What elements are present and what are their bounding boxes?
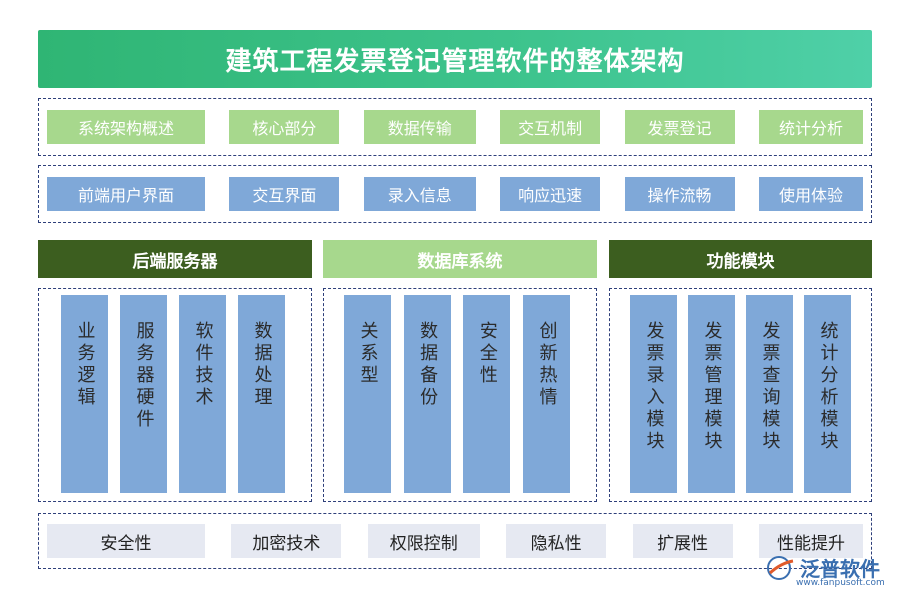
chip-data-transfer: 数据传输 bbox=[363, 110, 476, 144]
brand-name: 泛普软件 bbox=[800, 557, 880, 581]
chip-fast-response: 响应迅速 bbox=[500, 177, 601, 211]
modules-box: 发票录入模块 发票管理模块 发票查询模块 统计分析模块 bbox=[609, 288, 872, 502]
column-label: 安全性 bbox=[476, 321, 498, 387]
column-label: 软件技术 bbox=[192, 321, 214, 409]
chip-access-control: 权限控制 bbox=[367, 524, 480, 558]
frontend-row: 前端用户界面 交互界面 录入信息 响应迅速 操作流畅 使用体验 bbox=[38, 165, 872, 223]
column-label: 发票查询模块 bbox=[759, 321, 781, 453]
chip-input-info: 录入信息 bbox=[363, 177, 476, 211]
column-label: 发票管理模块 bbox=[701, 321, 723, 453]
database-box: 关系型 数据备份 安全性 创新热情 bbox=[323, 288, 597, 502]
column-label: 业务逻辑 bbox=[74, 321, 96, 409]
column-backend-item: 服务器硬件 bbox=[120, 295, 167, 493]
column-backend-item: 软件技术 bbox=[179, 295, 226, 493]
column-database-item: 关系型 bbox=[344, 295, 391, 493]
chip-privacy: 隐私性 bbox=[506, 524, 607, 558]
chip-performance: 性能提升 bbox=[758, 524, 863, 558]
chip-scalability: 扩展性 bbox=[632, 524, 733, 558]
brand-logo: 泛普软件 bbox=[766, 553, 880, 582]
column-backend-item: 业务逻辑 bbox=[61, 295, 108, 493]
column-label: 创新热情 bbox=[536, 321, 558, 409]
column-module-item: 发票录入模块 bbox=[630, 295, 677, 493]
section-title-database: 数据库系统 bbox=[323, 240, 597, 278]
column-backend-item: 数据处理 bbox=[238, 295, 285, 493]
chip-core: 核心部分 bbox=[229, 110, 340, 144]
chip-invoice-register: 发票登记 bbox=[624, 110, 735, 144]
column-label: 数据处理 bbox=[251, 321, 273, 409]
column-module-item: 统计分析模块 bbox=[804, 295, 851, 493]
column-label: 统计分析模块 bbox=[817, 321, 839, 453]
column-module-item: 发票查询模块 bbox=[746, 295, 793, 493]
overview-row: 系统架构概述 核心部分 数据传输 交互机制 发票登记 统计分析 bbox=[38, 98, 872, 156]
chip-smooth-operation: 操作流畅 bbox=[624, 177, 735, 211]
column-database-item: 安全性 bbox=[463, 295, 511, 493]
chip-security: 安全性 bbox=[47, 524, 205, 558]
column-label: 关系型 bbox=[357, 321, 379, 387]
chip-statistics: 统计分析 bbox=[758, 110, 863, 144]
security-row: 安全性 加密技术 权限控制 隐私性 扩展性 性能提升 bbox=[38, 513, 872, 569]
column-database-item: 创新热情 bbox=[522, 295, 570, 493]
brand-mark-icon bbox=[767, 555, 794, 580]
column-label: 发票录入模块 bbox=[643, 321, 665, 453]
page-title: 建筑工程发票登记管理软件的整体架构 bbox=[38, 30, 872, 88]
chip-encryption: 加密技术 bbox=[231, 524, 342, 558]
column-database-item: 数据备份 bbox=[403, 295, 451, 493]
section-title-backend: 后端服务器 bbox=[38, 240, 312, 278]
chip-system-overview: 系统架构概述 bbox=[47, 110, 205, 144]
backend-box: 业务逻辑 服务器硬件 软件技术 数据处理 bbox=[38, 288, 312, 502]
column-label: 数据备份 bbox=[417, 321, 439, 409]
chip-frontend-ui: 前端用户界面 bbox=[47, 177, 205, 211]
section-title-modules: 功能模块 bbox=[609, 240, 872, 278]
chip-interaction-ui: 交互界面 bbox=[229, 177, 340, 211]
column-label: 服务器硬件 bbox=[133, 321, 155, 431]
chip-user-experience: 使用体验 bbox=[758, 177, 863, 211]
chip-interaction: 交互机制 bbox=[500, 110, 601, 144]
brand-url: www.fanpusoft.com bbox=[796, 578, 885, 588]
column-module-item: 发票管理模块 bbox=[688, 295, 735, 493]
